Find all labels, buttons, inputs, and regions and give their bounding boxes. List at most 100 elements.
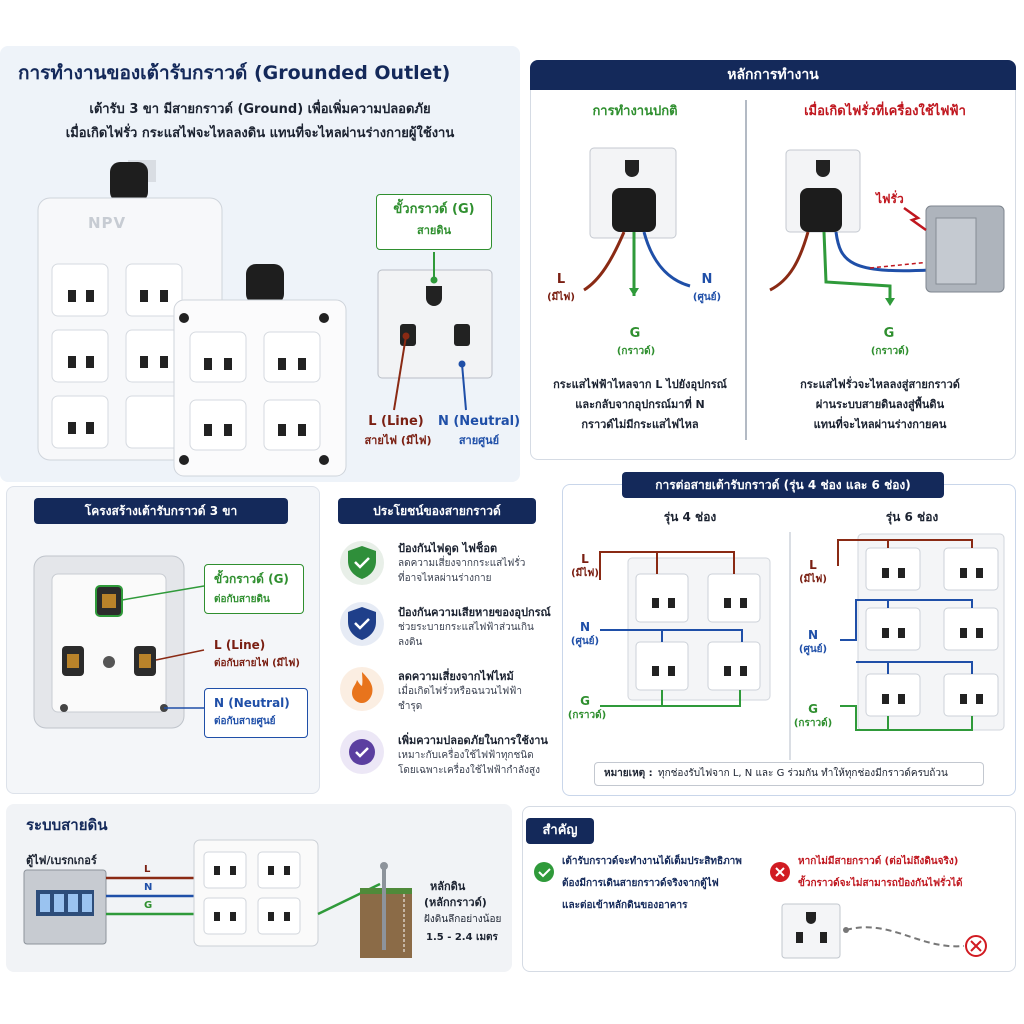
wiring-model6-label: รุ่น 6 ช่อง: [885, 510, 939, 524]
structure-g-label: ขั้วกราวด์ (G): [214, 572, 289, 586]
line-callout-label: L (Line): [368, 414, 424, 429]
benefit-4-line1: เหมาะกับเครื่องใช้ไฟฟ้าทุกชนิด: [398, 750, 534, 761]
normal-L-sub: (มีไฟ): [547, 292, 575, 303]
important-ok-line1: เต้ารับกราวด์จะทำงานได้เต็มประสิทธิภาพ: [562, 856, 742, 867]
benefit-1-title: ป้องกันไฟดูด ไฟช็อต: [398, 542, 498, 555]
structure-g-box: [204, 564, 304, 614]
important-bad-line2: ขั้วกราวด์จะไม่สามารถป้องกันไฟรั่วได้: [798, 878, 963, 889]
wiring6-L: L: [809, 558, 817, 572]
wiring4-N-sub: (ศูนย์): [570, 636, 600, 647]
principle-header: หลักการทำงาน: [530, 60, 1016, 90]
leak-desc-2: ผ่านระบบสายดินลงสู่พื้นดิน: [815, 398, 945, 411]
shield-check-icon: [340, 602, 384, 646]
ground-callout-label: ขั้วกราวด์ (G): [393, 202, 475, 217]
earth-G-label: G: [144, 900, 153, 911]
normal-N-sub: (ศูนย์): [692, 292, 722, 303]
normal-G-sub: (กราวด์): [616, 346, 656, 357]
leak-desc-3: แทนที่จะไหลผ่านร่างกายคน: [813, 418, 947, 431]
line-callout-sub: สายไฟ (มีไฟ): [364, 434, 432, 447]
wiring-6-way: [837, 533, 1005, 731]
benefit-2-line1: ช่วยระบายกระแสไฟฟ้าส่วนเกิน: [398, 622, 534, 633]
important-ok-line2: ต้องมีการเดินสายกราวด์จริงจากตู้ไฟ: [562, 878, 719, 889]
benefit-1-line1: ลดความเสี่ยงจากกระแสไฟรั่ว: [398, 558, 526, 569]
earth-panel-label: ตู้ไฟ/เบรกเกอร์: [26, 854, 97, 867]
wiring4-N: N: [579, 620, 591, 634]
benefit-1-line2: ที่อาจไหลผ่านร่างกาย: [398, 573, 492, 584]
close-circle-icon: [965, 935, 987, 957]
normal-N-label: N: [701, 272, 713, 287]
main-desc-line1: เต้ารับ 3 ขา มีสายกราวด์ (Ground) เพื่อเ…: [89, 102, 431, 117]
main-title: การทำงานของเต้ารับกราวด์ (Grounded Outle…: [18, 62, 451, 84]
structure-header: โครงสร้างเต้ารับกราวด์ 3 ขา: [34, 498, 288, 524]
normal-title: การทำงานปกติ: [592, 104, 678, 119]
benefit-4-line2: โดยเฉพาะเครื่องใช้ไฟฟ้ากำลังสูง: [398, 765, 541, 776]
brand-logo: NPV: [88, 214, 127, 232]
earth-rod-desc: ฝังดินลึกอย่างน้อย: [424, 914, 502, 925]
leak-G-label: G: [883, 326, 895, 341]
leak-title: เมื่อเกิดไฟรั่วที่เครื่องใช้ไฟฟ้า: [804, 104, 966, 119]
normal-desc-2: และกลับจากอุปกรณ์มาที่ N: [575, 398, 705, 411]
important-bad-line1: หากไม่มีสายกราวด์ (ต่อไม่ถึงดินจริง): [798, 856, 959, 867]
wiring6-G-sub: (กราวด์): [793, 718, 833, 729]
leak-label: ไฟรั่ว: [876, 192, 904, 206]
flame-icon: [340, 667, 384, 711]
important-header: สำคัญ: [526, 818, 594, 844]
benefit-2-title: ป้องกันความเสียหายของอุปกรณ์: [398, 606, 551, 619]
normal-desc-1: กระแสไฟฟ้าไหลจาก L ไปยังอุปกรณ์: [553, 378, 727, 391]
benefit-3-line1: เมื่อเกิดไฟรั่วหรือฉนวนไฟฟ้า: [398, 686, 522, 697]
outlet-4-way-image: [173, 264, 347, 477]
benefits-header: ประโยชน์ของสายกราวด์: [338, 498, 536, 524]
wiring4-L-sub: (มีไฟ): [571, 568, 599, 579]
earth-title: ระบบสายดิน: [26, 816, 108, 834]
wiring4-L: L: [581, 552, 589, 566]
structure-l-label: L (Line): [214, 638, 266, 652]
wiring6-N: N: [807, 628, 819, 642]
earth-rod-title2: (หลักกราวด์): [424, 896, 487, 909]
wiring-note-bold: หมายเหตุ :: [604, 768, 653, 779]
wiring4-G: G: [580, 694, 590, 708]
earth-rod-depth: 1.5 - 2.4 เมตร: [426, 932, 498, 943]
leak-operation-diagram: [769, 149, 1005, 306]
normal-operation-diagram: [583, 147, 691, 296]
wiring6-G: G: [808, 702, 818, 716]
earth-L-label: L: [144, 864, 151, 875]
structure-n-sub: ต่อกับสายศูนย์: [214, 716, 276, 727]
ground-callout-box: [376, 194, 492, 250]
wiring-note-box: [594, 762, 984, 786]
benefit-4-title: เพิ่มความปลอดภัยในการใช้งาน: [398, 734, 548, 747]
check-circle-icon: [534, 862, 554, 882]
leak-G-sub: (กราวด์): [870, 346, 910, 357]
important-ok-line3: และต่อเข้าหลักดินของอาคาร: [562, 900, 688, 911]
ground-callout-sub: สายดิน: [417, 224, 451, 237]
shield-check-icon: [340, 541, 384, 585]
wiring6-N-sub: (ศูนย์): [798, 644, 828, 655]
benefit-3-line2: ชำรุด: [398, 701, 423, 712]
wiring6-L-sub: (มีไฟ): [799, 574, 827, 585]
benefit-2-line2: ลงดิน: [398, 637, 423, 648]
socket-face-diagram: [377, 252, 493, 411]
close-circle-icon: [770, 862, 790, 882]
main-desc-line2: เมื่อเกิดไฟรั่ว กระแสไฟจะไหลลงดิน แทนที่…: [65, 126, 455, 141]
earth-rod-title1: หลักดิน: [430, 880, 466, 893]
wiring-model4-label: รุ่น 4 ช่อง: [663, 510, 717, 524]
wiring4-G-sub: (กราวด์): [567, 710, 607, 721]
neutral-callout-label: N (Neutral): [437, 414, 521, 429]
leak-desc-1: กระแสไฟรั่วจะไหลลงสู่สายกราวด์: [800, 378, 960, 391]
structure-n-label: N (Neutral): [214, 696, 290, 710]
wiring-note-text: ทุกช่องรับไฟจาก L, N และ G ร่วมกัน ทำให้…: [658, 768, 948, 779]
check-circle-icon: [340, 730, 384, 774]
normal-desc-3: กราวด์ไม่มีกระแสไฟไหล: [581, 418, 699, 431]
wiring-header: การต่อสายเต้ารับกราวด์ (รุ่น 4 ช่อง และ …: [622, 472, 944, 498]
wiring-4-way: [599, 551, 771, 707]
structure-l-sub: ต่อกับสายไฟ (มีไฟ): [214, 658, 300, 669]
neutral-callout-sub: สายศูนย์: [458, 434, 500, 447]
structure-g-sub: ต่อกับสายดิน: [214, 594, 270, 605]
structure-n-box: [204, 688, 308, 738]
normal-G-label: G: [629, 326, 641, 341]
